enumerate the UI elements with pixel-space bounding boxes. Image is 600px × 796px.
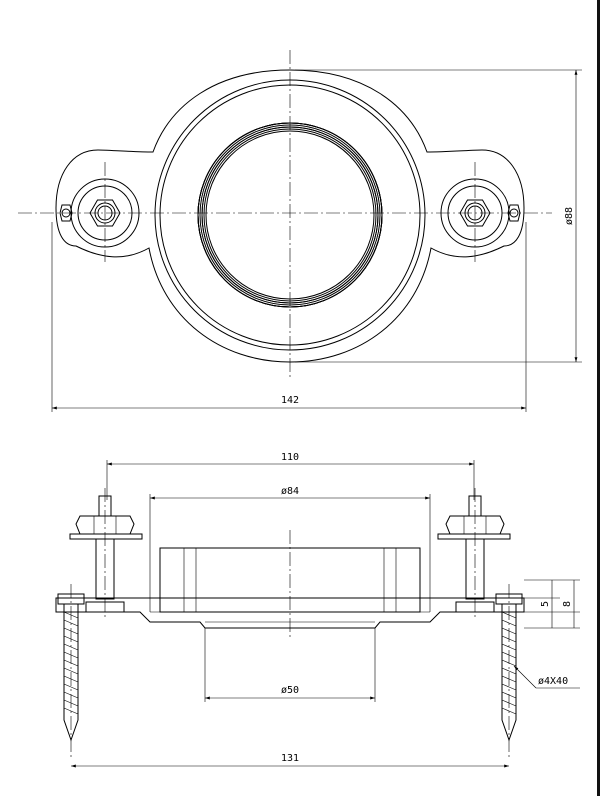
right-screw-shank (501, 603, 517, 742)
dim-8-label: 8 (562, 601, 573, 607)
top-view: ø88 142 (18, 50, 582, 412)
left-washer (69, 533, 143, 540)
left-ear-tab (59, 204, 73, 222)
left-screw-shank (63, 603, 79, 742)
left-screw-head (57, 593, 85, 605)
dim-88-label: ø88 (564, 207, 575, 225)
side-view: 110 ø84 (55, 452, 580, 768)
left-bolt-side (69, 495, 143, 613)
screw-leader (513, 665, 537, 689)
dim-110-label: 110 (281, 452, 299, 463)
right-screw-head (495, 593, 523, 605)
screw-spec-label: ø4X40 (538, 676, 568, 687)
dim-5-label: 5 (540, 601, 551, 607)
dim-142-label: 142 (281, 395, 299, 406)
right-washer (437, 533, 511, 540)
frame-border (597, 0, 600, 796)
right-bolt-side (437, 495, 511, 613)
dim-131-label: 131 (281, 753, 299, 764)
dim-50-label: ø50 (281, 685, 299, 696)
dim-84-label: ø84 (281, 486, 299, 497)
